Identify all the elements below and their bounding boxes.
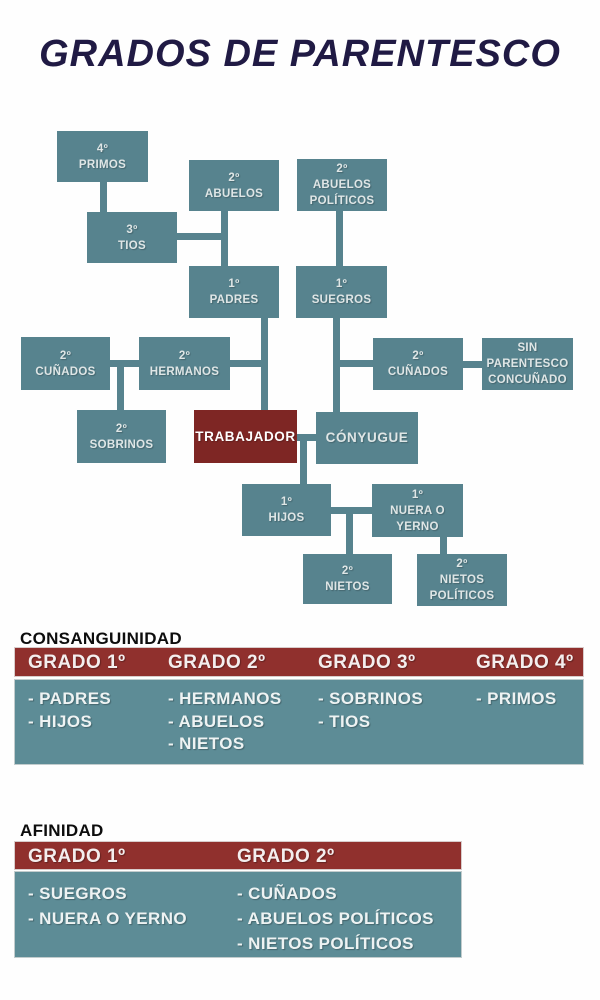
consanguinidad-column-1: - PADRES - HIJOS xyxy=(15,680,155,764)
node-sobrinos: 2º SOBRINOS xyxy=(77,410,166,463)
consanguinidad-column-4: - PRIMOS xyxy=(463,680,583,764)
connector-line-2 xyxy=(221,211,228,268)
afinidad-item: - CUÑADOS xyxy=(237,884,337,903)
connector-line-9 xyxy=(333,360,374,367)
connector-line-12 xyxy=(300,434,307,485)
afinidad-item: - NIETOS POLÍTICOS xyxy=(237,934,414,953)
connector-line-3 xyxy=(336,211,343,268)
consanguinidad-item: - TIOS xyxy=(318,711,371,731)
node-sin-parentesco: SIN PARENTESCO CONCUÑADO xyxy=(482,338,573,390)
afinidad-header-row: GRADO 1º GRADO 2º xyxy=(14,841,462,870)
node-trabajador: TRABAJADOR xyxy=(194,410,297,463)
consanguinidad-item: - NIETOS xyxy=(168,734,245,753)
consanguinidad-item: - HERMANOS xyxy=(168,689,282,708)
connector-line-8 xyxy=(230,360,268,367)
page-title: GRADOS DE PARENTESCO xyxy=(39,33,561,75)
consanguinidad-body: - PADRES - HIJOS - HERMANOS - ABUELOS - NIET… xyxy=(14,679,584,765)
connector-line-10 xyxy=(463,361,483,368)
afinidad-item: - NUERA O YERNO xyxy=(28,909,188,928)
consanguinidad-header-row: GRADO 1º GRADO 2º GRADO 3º GRADO 4º xyxy=(14,647,584,677)
node-cunados-izquierda: 2º CUÑADOS xyxy=(21,337,110,390)
node-hijos: 1º HIJOS xyxy=(242,484,331,536)
node-nietos: 2º NIETOS xyxy=(303,554,392,604)
node-nuera-o-yerno: 1º NUERA O YERNO xyxy=(372,484,463,537)
consanguinidad-item: - PRIMOS xyxy=(476,689,557,708)
connector-line-0 xyxy=(100,182,107,214)
connector-line-7 xyxy=(117,363,124,411)
consanguinidad-item: - SOBRINOS xyxy=(318,689,424,708)
node-hermanos: 2º HERMANOS xyxy=(139,337,230,390)
consanguinidad-column-3: - SOBRINOS - TIOS xyxy=(305,680,463,764)
consanguinidad-item: - HIJOS xyxy=(28,711,93,731)
connector-line-15 xyxy=(440,537,447,555)
node-padres: 1º PADRES xyxy=(189,266,279,318)
consanguinidad-item: - PADRES xyxy=(28,689,112,708)
consanguinidad-header-grado-2: GRADO 2º xyxy=(168,652,266,673)
afinidad-header-grado-2: GRADO 2º xyxy=(237,846,335,867)
afinidad-item: - ABUELOS POLÍTICOS xyxy=(237,909,434,928)
node-nietos-politicos: 2º NIETOS POLÍTICOS xyxy=(417,554,507,606)
node-abuelos: 2º ABUELOS xyxy=(189,160,279,211)
afinidad-body: - SUEGROS - NUERA O YERNO - CUÑADOS - ABUEL… xyxy=(14,871,462,958)
connector-line-6 xyxy=(110,360,141,367)
node-primos: 4º PRIMOS xyxy=(57,131,148,182)
consanguinidad-section-label: CONSANGUINIDAD xyxy=(20,629,182,648)
connector-line-14 xyxy=(346,507,353,555)
afinidad-column-2: - CUÑADOS - ABUELOS POLÍTICOS - NIETOS POL… xyxy=(224,872,461,957)
consanguinidad-column-2: - HERMANOS - ABUELOS - NIETOS xyxy=(155,680,305,764)
node-conyugue: CÓNYUGUE xyxy=(316,412,418,464)
afinidad-column-1: - SUEGROS - NUERA O YERNO xyxy=(15,872,224,957)
consanguinidad-header-grado-1: GRADO 1º xyxy=(28,652,126,673)
afinidad-item: - SUEGROS xyxy=(28,884,128,903)
node-tios: 3º TIOS xyxy=(87,212,177,263)
afinidad-header-grado-1: GRADO 1º xyxy=(28,846,126,867)
afinidad-section-label: AFINIDAD xyxy=(20,821,104,840)
consanguinidad-item: - ABUELOS xyxy=(168,711,265,731)
connector-line-1 xyxy=(177,233,228,240)
consanguinidad-header-grado-4: GRADO 4º xyxy=(476,652,574,673)
node-suegros: 1º SUEGROS xyxy=(296,266,387,318)
consanguinidad-header-grado-3: GRADO 3º xyxy=(318,652,416,673)
node-cunados-derecha: 2º CUÑADOS xyxy=(373,338,463,390)
node-abuelos-politicos: 2º ABUELOS POLÍTICOS xyxy=(297,159,387,211)
